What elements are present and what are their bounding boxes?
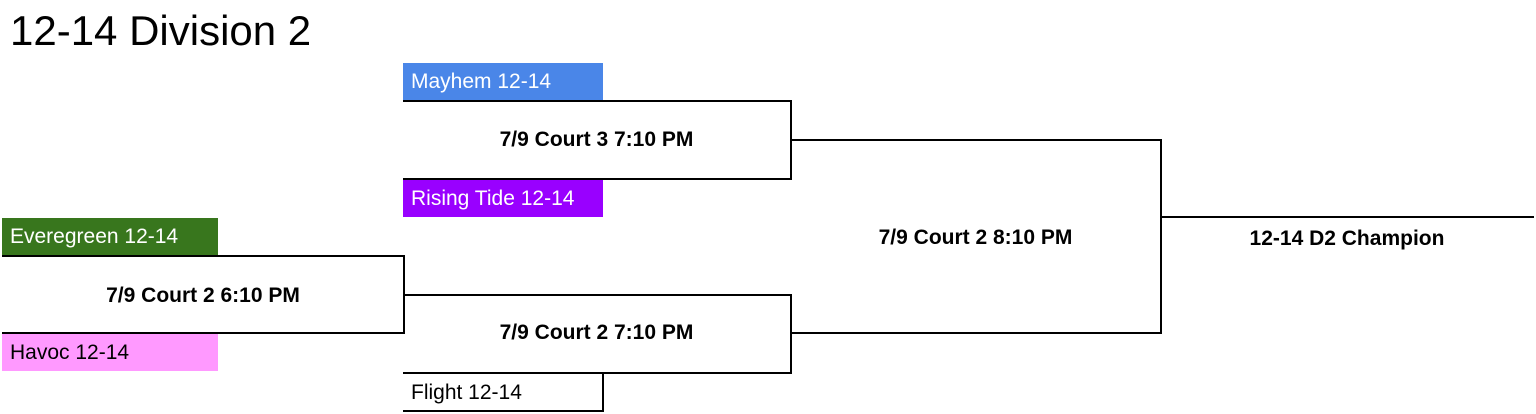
bracket-line-havoc [2, 332, 405, 334]
bracket-line-everegreen [2, 255, 405, 257]
game-label-final: 7/9 Court 2 8:10 PM [878, 226, 1073, 249]
team-slot-flight: Flight 12-14 [403, 374, 603, 411]
bracket-line-rising-tide [403, 178, 792, 180]
bracket-title: 12-14 Division 2 [10, 7, 312, 54]
team-slot-mayhem: Mayhem 12-14 [403, 63, 603, 100]
bracket-connector-final [1160, 139, 1162, 334]
team-slot-everegreen: Everegreen 12-14 [2, 218, 218, 255]
bracket-line-flight [403, 372, 792, 374]
bracket-line-round1-winner [403, 294, 792, 296]
champion-label: 12-14 D2 Champion [1249, 227, 1445, 250]
flight-slot-bottom [403, 410, 604, 412]
bracket-line-semi-top-winner [790, 139, 1162, 141]
game-label-semi-top: 7/9 Court 3 7:10 PM [499, 128, 694, 151]
flight-slot-edge [602, 372, 604, 412]
game-label-semi-bottom: 7/9 Court 2 7:10 PM [499, 321, 694, 344]
team-slot-rising-tide: Rising Tide 12-14 [403, 180, 603, 217]
bracket-connector-semi-bottom [790, 294, 792, 374]
bracket-line-champion [1160, 216, 1534, 218]
game-label-round1: 7/9 Court 2 6:10 PM [106, 284, 300, 307]
bracket-line-mayhem [403, 100, 792, 102]
team-slot-havoc: Havoc 12-14 [2, 334, 218, 371]
bracket-line-semi-bottom-winner [790, 332, 1162, 334]
